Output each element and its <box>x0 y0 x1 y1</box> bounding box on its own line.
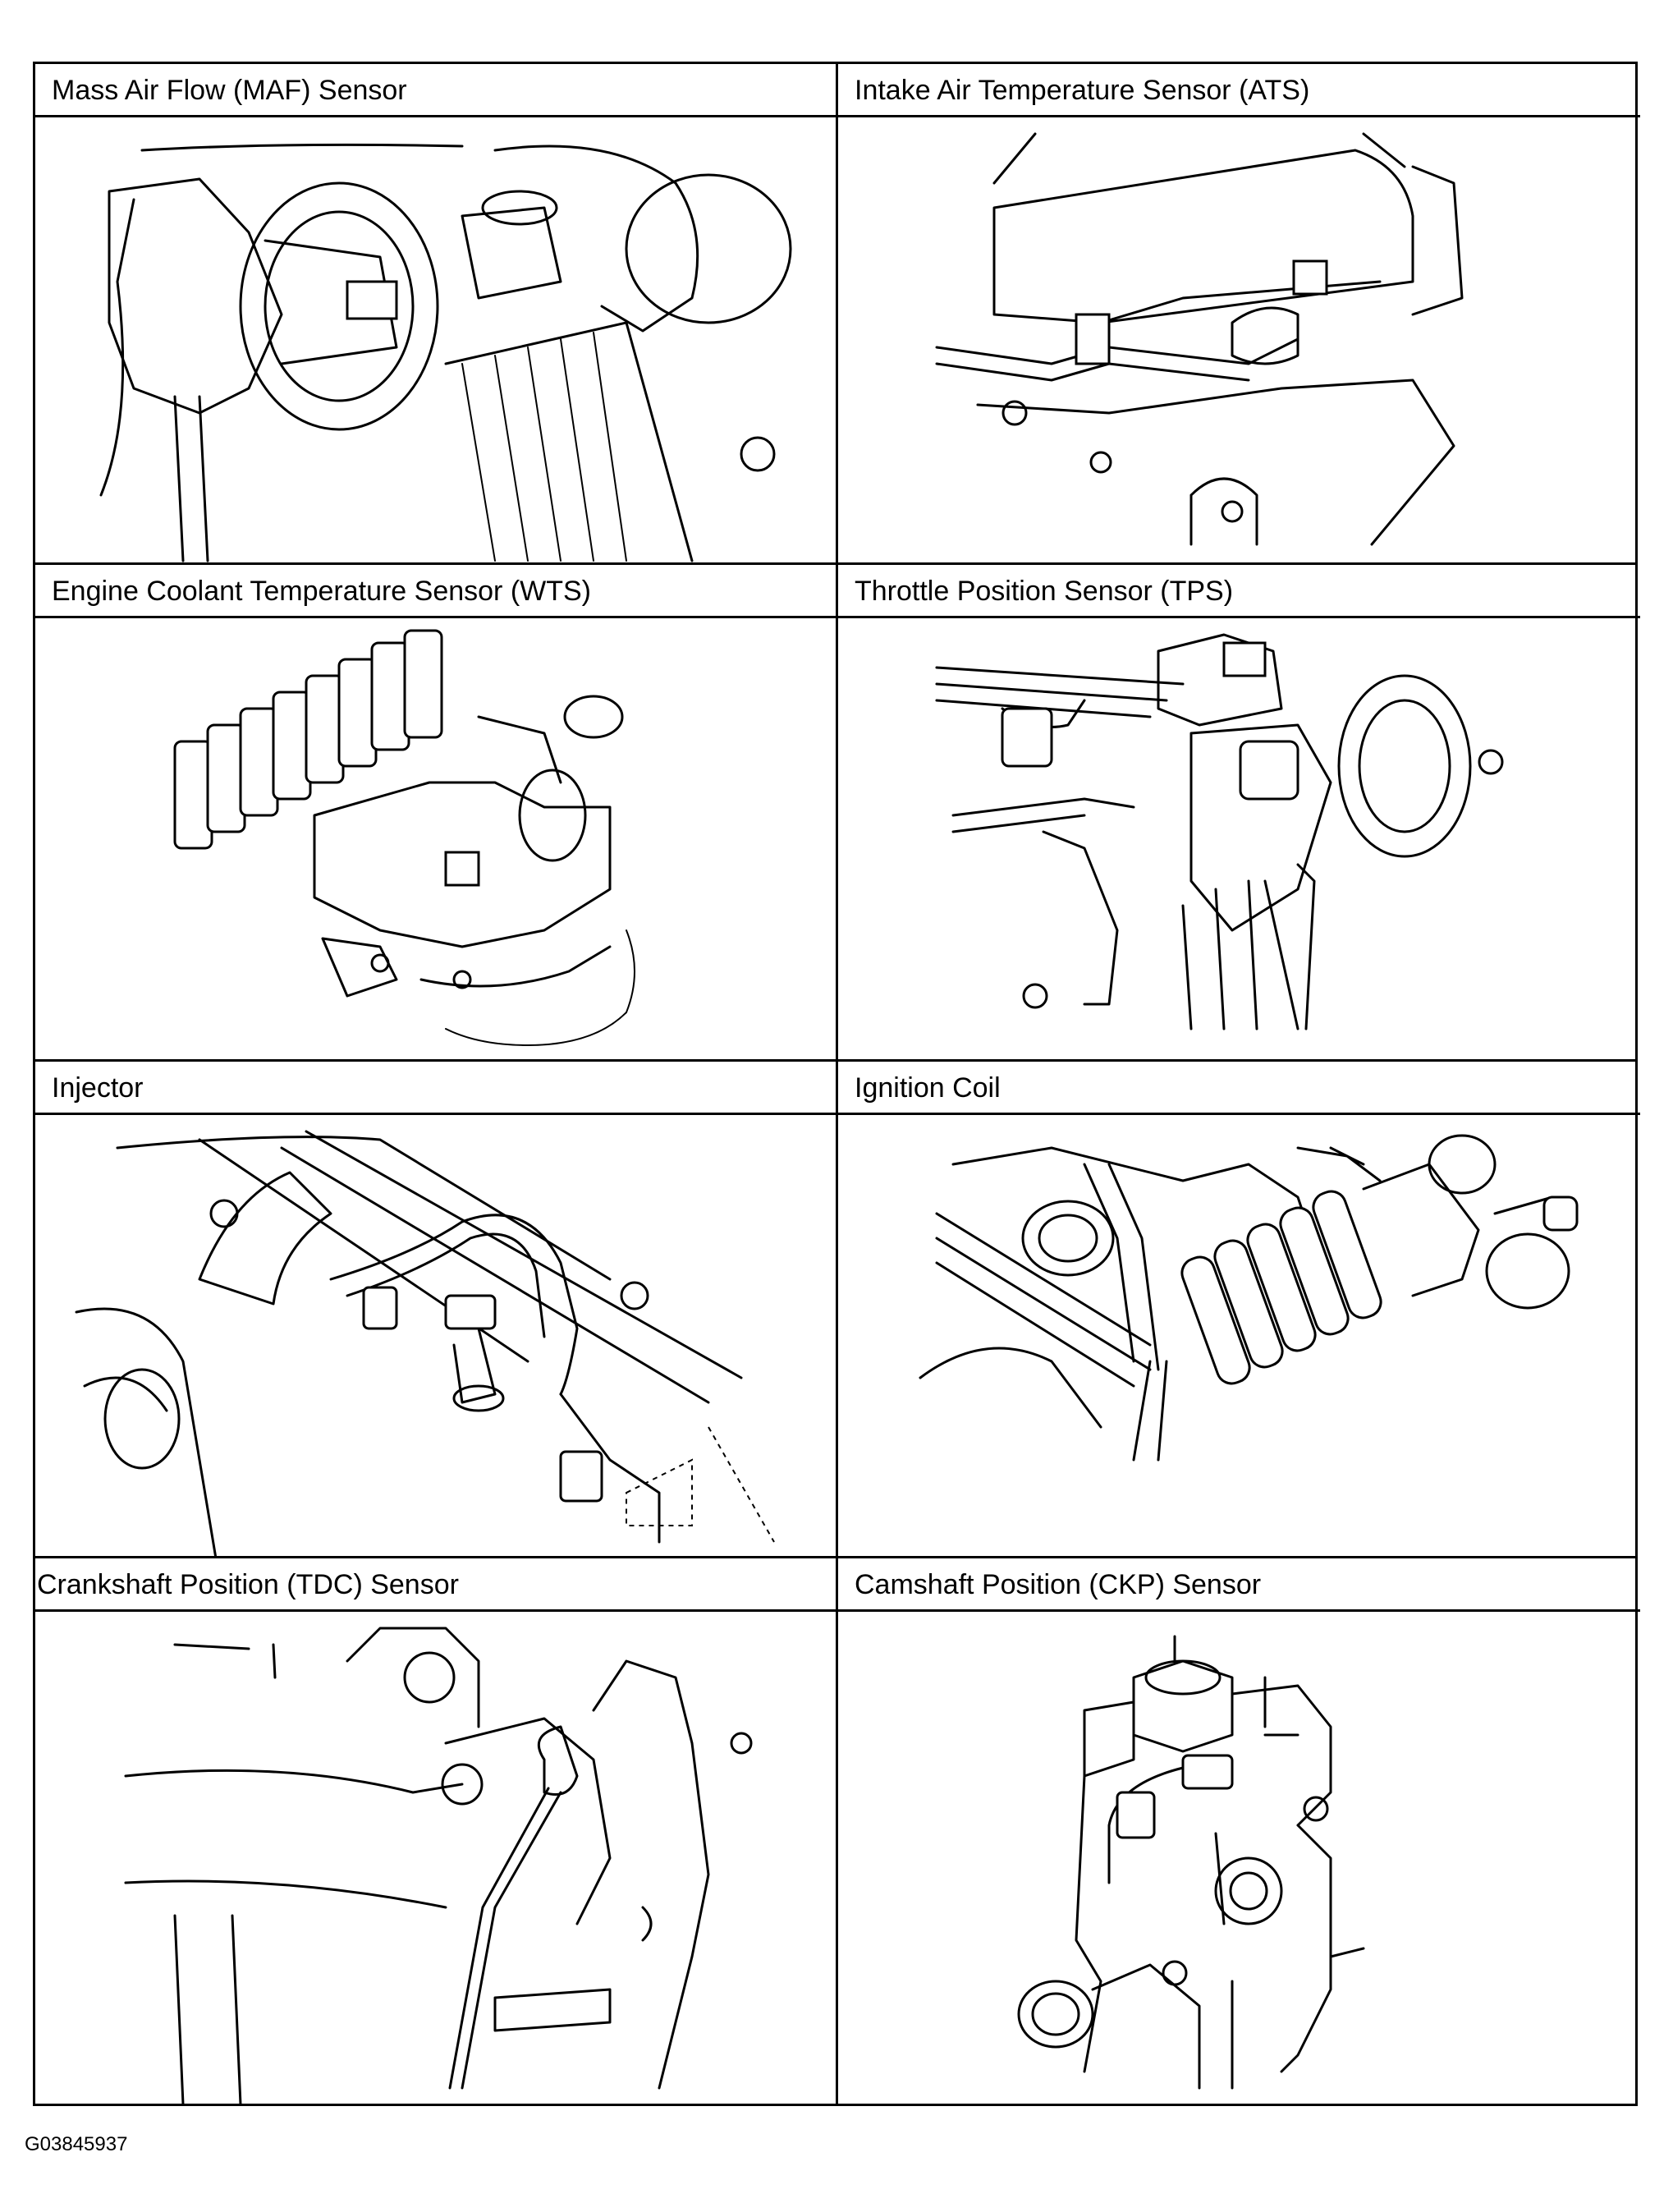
injector-illustration <box>35 1115 836 1556</box>
panel-label: Ignition Coil <box>838 1062 1640 1115</box>
tps-sensor-illustration <box>838 618 1640 1059</box>
panel-ats-sensor: Intake Air Temperature Sensor (ATS) <box>838 64 1640 562</box>
sensor-location-grid: Mass Air Flow (MAF) Sensor Inta <box>33 62 1640 2109</box>
panel-label: Intake Air Temperature Sensor (ATS) <box>838 64 1640 117</box>
wts-sensor-illustration <box>35 618 836 1059</box>
grid-divider <box>836 64 838 2104</box>
panel-label: Camshaft Position (CKP) Sensor <box>838 1558 1640 1612</box>
grid-divider <box>35 1556 1635 1558</box>
panel-label: Crankshaft Position (TDC) Sensor <box>35 1558 836 1612</box>
panel-label: Throttle Position Sensor (TPS) <box>838 565 1640 618</box>
figure-code: G03845937 <box>25 2133 128 2155</box>
grid-divider <box>35 1059 1635 1062</box>
ats-sensor-illustration <box>838 117 1640 562</box>
maf-sensor-illustration <box>35 117 836 562</box>
tdc-sensor-illustration <box>35 1612 836 2109</box>
panel-maf-sensor: Mass Air Flow (MAF) Sensor <box>35 64 836 562</box>
panel-wts-sensor: Engine Coolant Temperature Sensor (WTS) <box>35 565 836 1059</box>
panel-ckp-sensor: Camshaft Position (CKP) Sensor <box>838 1558 1640 2109</box>
panel-label: Injector <box>35 1062 836 1115</box>
panel-tps-sensor: Throttle Position Sensor (TPS) <box>838 565 1640 1059</box>
ignition-coil-illustration <box>838 1115 1640 1556</box>
panel-injector: Injector <box>35 1062 836 1556</box>
panel-tdc-sensor: Crankshaft Position (TDC) Sensor <box>35 1558 836 2109</box>
panel-label: Mass Air Flow (MAF) Sensor <box>35 64 836 117</box>
panel-label: Engine Coolant Temperature Sensor (WTS) <box>35 565 836 618</box>
grid-divider <box>35 562 1635 565</box>
ckp-sensor-illustration <box>838 1612 1640 2109</box>
panel-ignition-coil: Ignition Coil <box>838 1062 1640 1556</box>
